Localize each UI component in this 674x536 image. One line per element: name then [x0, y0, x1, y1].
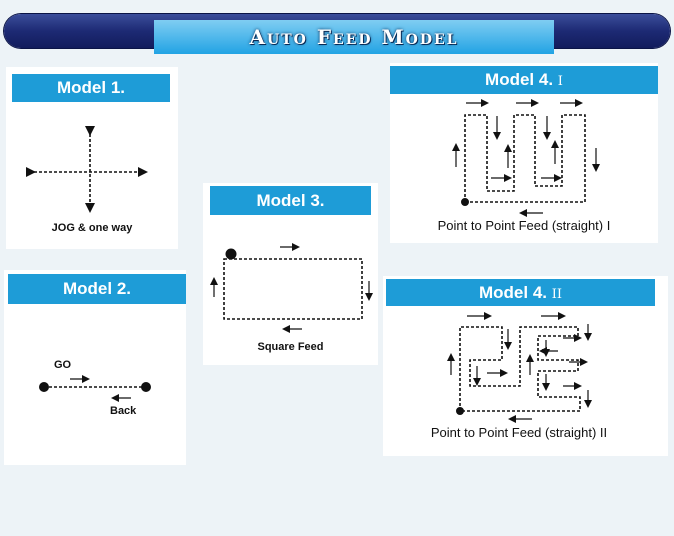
- model-3-title: Model 3.: [256, 191, 325, 210]
- model-2-card: Model 2. GO Back: [4, 270, 186, 465]
- p2p-feed-i-path: [464, 114, 586, 203]
- p2p-feed-i-diagram: [452, 99, 600, 217]
- square-start-point: [225, 248, 237, 260]
- end-point: [141, 382, 151, 392]
- p2p-ii-start-point: [456, 407, 464, 415]
- model-3-header: Model 3.: [210, 186, 371, 215]
- model-3-card: Model 3. Square Feed: [203, 183, 378, 365]
- model-1-title: Model 1.: [56, 78, 125, 97]
- model-1-caption: JOG & one way: [51, 222, 133, 234]
- model-4-i-caption: Point to Point Feed (straight) I: [437, 218, 611, 233]
- title-banner: Auto Feed Model: [4, 14, 670, 54]
- back-label: Back: [110, 405, 137, 417]
- model-2-header: Model 2.: [8, 274, 186, 304]
- title-banner-plate: Auto Feed Model: [154, 20, 554, 54]
- model-1-header: Model 1.: [12, 74, 170, 102]
- page-title: Auto Feed Model: [249, 25, 459, 49]
- go-back-diagram: [39, 375, 151, 402]
- model-3-caption: Square Feed: [257, 341, 324, 353]
- model-4-ii-numeral: II: [551, 287, 563, 302]
- model-4-i-header: Model 4. I: [390, 66, 658, 94]
- model-4-ii-card: Model 4. II Point to Point Feed (straigh…: [383, 276, 668, 456]
- p2p-feed-ii-diagram: [447, 312, 592, 423]
- square-feed-path: [223, 258, 363, 320]
- start-point: [39, 382, 49, 392]
- go-label: GO: [54, 359, 72, 371]
- model-4-ii-header: Model 4. II: [386, 279, 655, 306]
- square-feed-diagram: [210, 243, 373, 333]
- model-4-i-numeral: I: [557, 74, 563, 89]
- model-1-card: Model 1. JOG & one way: [6, 67, 178, 249]
- model-2-title: Model 2.: [62, 279, 131, 298]
- model-4-ii-caption: Point to Point Feed (straight) II: [430, 425, 608, 440]
- model-4-i-card: Model 4. I Point to Point Feed (straight…: [390, 63, 658, 243]
- model-4-i-title: Model 4.: [485, 70, 554, 89]
- p2p-i-start-point: [461, 198, 469, 206]
- p2p-feed-ii-path: [459, 326, 581, 412]
- jog-cross-diagram: [26, 126, 148, 213]
- model-4-ii-title: Model 4.: [478, 283, 547, 302]
